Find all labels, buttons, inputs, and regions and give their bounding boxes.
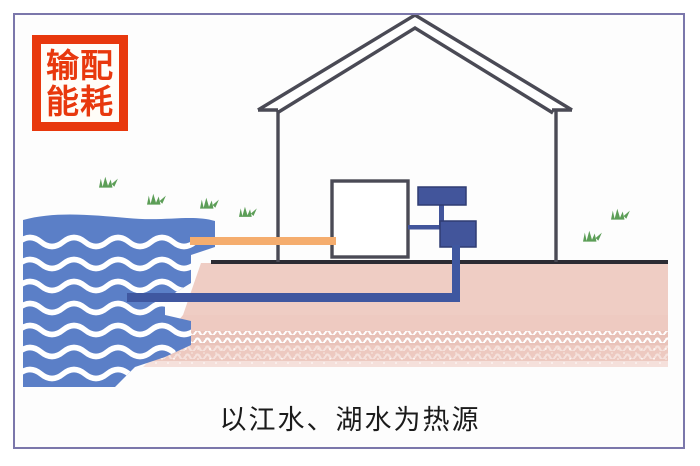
fan-coil-unit [417, 186, 467, 206]
grass-tuft [99, 176, 118, 188]
scene-illustration [23, 15, 668, 387]
equipment-stem-pipe [439, 203, 444, 229]
grass-right-group [583, 208, 630, 242]
seal-stamp: 输配 能耗 [32, 35, 128, 131]
figure-caption: 以江水、湖水为热源 [219, 405, 481, 436]
supply-pipe-orange [190, 237, 336, 245]
return-pipe-horizontal [127, 293, 460, 302]
water-overlay-edge [127, 293, 165, 302]
seal-stamp-line1: 输配 [46, 45, 114, 85]
grass-tuft [239, 206, 257, 217]
grass-tuft [147, 193, 166, 205]
equipment-group [408, 186, 477, 248]
grass-tuft [583, 230, 602, 242]
ground-soil [143, 263, 668, 367]
house [257, 15, 573, 262]
pump-unit [439, 220, 477, 248]
grass-left-group [99, 176, 257, 217]
ground-surface-line [211, 260, 668, 264]
return-pipe-riser [452, 245, 460, 300]
house-roof-outer [257, 15, 573, 112]
equipment-connector-pipe [408, 225, 442, 230]
return-pipe-blue [127, 245, 460, 302]
indoor-unit-box [330, 179, 410, 259]
seal-stamp-line2: 能耗 [46, 81, 114, 121]
grass-tuft [611, 208, 630, 220]
grass-tuft [200, 197, 219, 209]
house-roof-inner [276, 26, 554, 115]
figure-canvas [15, 15, 683, 447]
